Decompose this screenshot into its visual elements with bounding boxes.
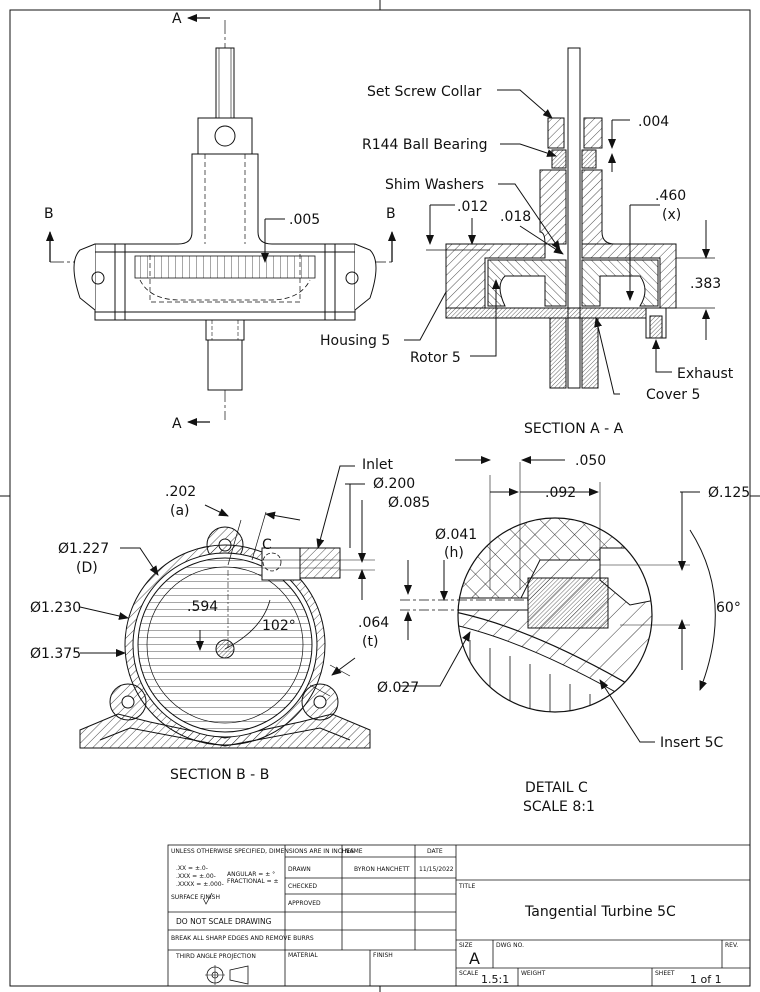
tb-title-header: TITLE [458, 883, 475, 890]
section-marker-b-left: B [44, 206, 54, 222]
tb-checked-label: CHECKED [288, 883, 317, 890]
sheet-border [9, 9, 751, 987]
dim-460: .460 [655, 188, 686, 204]
dim-angle-60: 60° [716, 600, 741, 616]
callout-inlet: Inlet [362, 457, 394, 473]
dim-dia-041: Ø.041 [435, 527, 477, 543]
callout-exhaust: Exhaust [677, 366, 734, 382]
section-aa-view [404, 47, 715, 395]
dim-004: .004 [638, 114, 669, 130]
dim-dia-125: Ø.125 [708, 485, 750, 501]
section-bb-view [79, 465, 375, 749]
callout-rotor: Rotor 5 [410, 350, 461, 366]
tb-fractional: FRACTIONAL = ± [227, 878, 279, 885]
tb-drawn-date: 11/15/2022 [419, 866, 454, 873]
tb-surface-finish: SURFACE FINISH [171, 894, 220, 901]
detail-c-scale: SCALE 8:1 [523, 799, 595, 815]
tb-angular: ANGULAR = ± ° [227, 871, 275, 878]
dim-064-note: (t) [362, 634, 378, 650]
callout-insert: Insert 5C [660, 735, 724, 751]
tb-drawn-name: BYRON HANCHETT [354, 866, 410, 873]
callout-set-screw-collar: Set Screw Collar [367, 84, 482, 100]
tb-name-header: NAME [345, 848, 363, 855]
callout-shim-washers: Shim Washers [385, 177, 484, 193]
dim-angle-102: 102° [262, 618, 296, 634]
tb-scale-header: SCALE [459, 970, 478, 977]
dim-dia-1227: Ø1.227 [58, 541, 109, 557]
tb-rev: REV. [725, 942, 738, 949]
callout-ball-bearing: R144 Ball Bearing [362, 137, 488, 153]
tb-tol-xxxx: .XXXX = ±.000- [176, 881, 224, 888]
dim-dia-200: Ø.200 [373, 476, 415, 492]
dim-dia-041-note: (h) [444, 545, 464, 561]
section-marker-a-top: A [172, 11, 182, 27]
tb-sheet-value: 1 of 1 [690, 973, 722, 986]
title-block [167, 844, 751, 987]
tb-date-header: DATE [427, 848, 443, 855]
dim-012: .012 [457, 199, 488, 215]
callout-housing: Housing 5 [320, 333, 390, 349]
tb-do-not-scale: DO NOT SCALE DRAWING [176, 917, 272, 926]
tb-size-header: SIZE [459, 942, 473, 949]
tb-size-value: A [469, 949, 480, 968]
dim-dia-085: Ø.085 [388, 495, 430, 511]
dim-dia-1375: Ø1.375 [30, 646, 81, 662]
dim-594: .594 [187, 599, 218, 615]
dim-dia-1227-note: (D) [76, 560, 98, 576]
dim-202-note: (a) [170, 503, 190, 519]
dim-dia-027: Ø.027 [377, 680, 419, 696]
drawing-title: Tangential Turbine 5C [524, 904, 676, 920]
tb-weight: WEIGHT [521, 970, 546, 977]
dim-383: .383 [690, 276, 721, 292]
tb-sheet-header: SHEET [655, 970, 675, 977]
tb-finish-label: FINISH [373, 952, 393, 959]
section-bb-title: SECTION B - B [170, 767, 269, 783]
tb-tol-xx: .XX = ±.0- [176, 865, 208, 872]
dim-dia-1230: Ø1.230 [30, 600, 81, 616]
dim-092: .092 [545, 485, 576, 501]
dim-064: .064 [358, 615, 389, 631]
detail-c-view [400, 456, 716, 743]
dim-202: .202 [165, 484, 196, 500]
dim-460-note: (x) [662, 207, 681, 223]
callout-cover: Cover 5 [646, 387, 700, 403]
detail-c-title: DETAIL C [525, 780, 588, 796]
tb-dwg-no: DWG NO. [496, 942, 524, 949]
tb-projection: THIRD ANGLE PROJECTION [175, 953, 256, 960]
tb-tol-xxx: .XXX = ±.00- [176, 873, 216, 880]
detail-marker-c: C [262, 537, 272, 553]
section-aa-title: SECTION A - A [524, 421, 624, 437]
tb-approved-label: APPROVED [288, 900, 321, 907]
front-view [46, 14, 396, 426]
tb-scale-value: 1.5:1 [481, 973, 509, 986]
section-marker-b-right: B [386, 206, 396, 222]
dim-018: .018 [500, 209, 531, 225]
dim-005: .005 [289, 212, 320, 228]
tb-break-edges: BREAK ALL SHARP EDGES AND REMOVE BURRS [171, 935, 314, 942]
dim-050: .050 [575, 453, 606, 469]
tb-tolerance-header: UNLESS OTHERWISE SPECIFIED, DIMENSIONS A… [171, 848, 354, 855]
tb-drawn-label: DRAWN [288, 866, 311, 873]
section-marker-a-bottom: A [172, 416, 182, 432]
tb-material-label: MATERIAL [288, 952, 318, 959]
